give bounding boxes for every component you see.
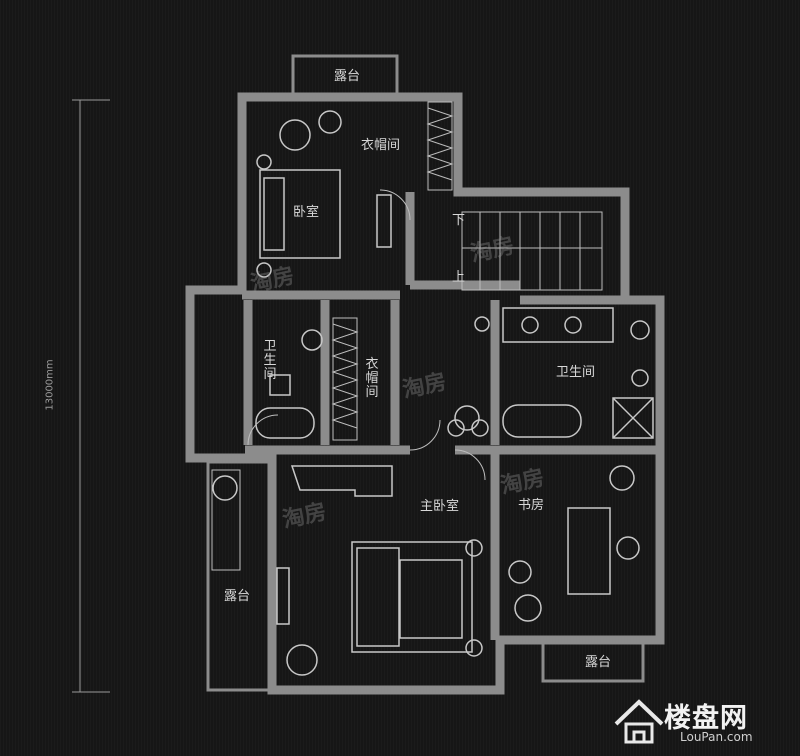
master-bedroom-label: 主卧室 <box>420 499 460 514</box>
logo-name: 楼盘网 <box>664 703 748 734</box>
doors <box>247 189 486 481</box>
site-logo[interactable]: 楼盘网 LouPan.com <box>612 694 792 750</box>
dimension-line <box>72 99 110 693</box>
bedroom-label: 卧室 <box>293 205 320 220</box>
balcony-left-label: 露台 <box>224 589 251 604</box>
stair-down-label: 下 <box>452 213 466 228</box>
bathroom-right-label: 卫生间 <box>556 365 596 380</box>
balcony-bottom-label: 露台 <box>585 655 612 670</box>
house-icon <box>614 699 664 744</box>
bathroom-left-label: 卫生间 <box>263 339 277 382</box>
balconies <box>206 54 645 692</box>
walls <box>185 92 665 695</box>
balcony-top-label: 露台 <box>334 69 361 84</box>
stair-up-label: 上 <box>452 270 466 285</box>
stairs <box>461 211 603 291</box>
furniture <box>212 110 654 676</box>
wardrobes <box>211 101 454 571</box>
cloakroom-mid-label: 衣帽间 <box>365 357 379 400</box>
dimension-label: 13000mm <box>44 359 56 411</box>
logo-url: LouPan.com <box>680 730 753 744</box>
study-label: 书房 <box>518 498 545 513</box>
cloakroom-top-label: 衣帽间 <box>361 138 401 153</box>
